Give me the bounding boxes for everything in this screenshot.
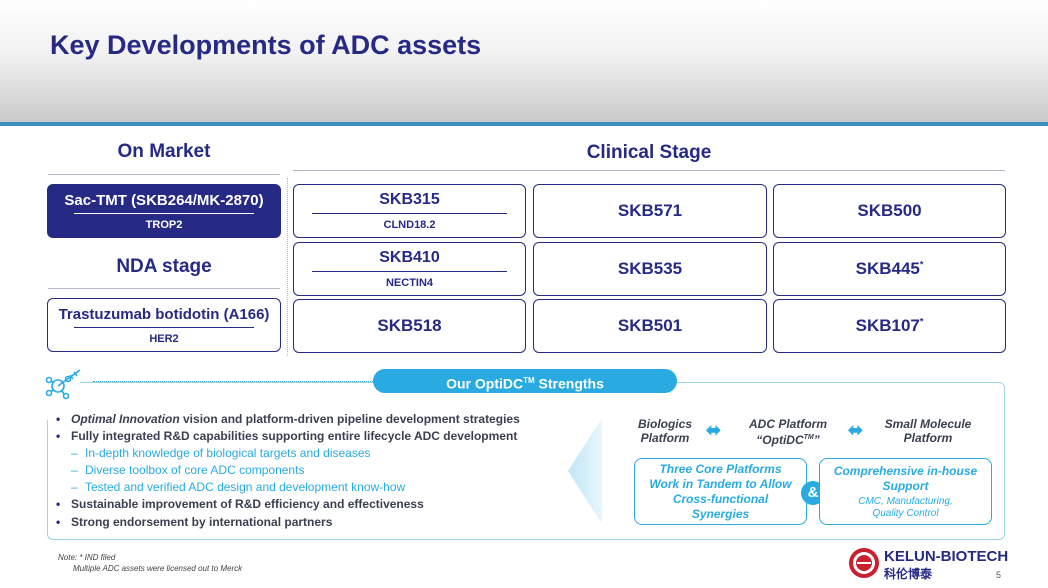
asset-name: Sac-TMT (SKB264/MK-2870): [64, 191, 264, 209]
asset-target: TROP2: [145, 218, 183, 231]
asset-target: NECTIN4: [385, 277, 434, 289]
asset-name: SKB501: [617, 316, 683, 335]
asset-name: SKB445*: [856, 259, 924, 279]
clinical-card-skb500: SKB500: [773, 184, 1006, 238]
nda-heading: NDA stage: [116, 256, 212, 277]
footnote-line2: Multiple ADC assets were licensed out to…: [73, 564, 243, 573]
bullet-text: vision and platform-driven pipeline deve…: [179, 412, 520, 426]
sub-bullet-item: Tested and verified ADC design and devel…: [56, 479, 576, 496]
ind-asterisk: *: [919, 259, 924, 270]
ind-asterisk: *: [919, 316, 924, 327]
biologics-platform-label: Biologics Platform: [637, 417, 692, 445]
adc-platform-line1: ADC Platform: [748, 417, 827, 431]
asset-name: SKB315: [379, 191, 440, 208]
footnote: Note: * IND filed Multiple ADC assets we…: [58, 552, 242, 574]
clinical-card-skb410: SKB410 NECTIN4: [293, 242, 526, 296]
chevron-left-icon: [568, 418, 602, 524]
clinical-card-skb445: SKB445*: [773, 242, 1006, 296]
clinical-card-skb107: SKB107*: [773, 299, 1006, 353]
asset-name: Trastuzumab botidotin (A166): [58, 305, 270, 323]
asset-name: SKB571: [617, 201, 683, 220]
kelun-logo-seal: [849, 548, 879, 578]
bullet-item: Strong endorsement by international part…: [56, 514, 576, 531]
inhouse-support-card: Comprehensive in-house Support CMC, Manu…: [819, 458, 992, 525]
clinical-card-skb501: SKB501: [533, 299, 767, 353]
sub-bullet-item: In-depth knowledge of biological targets…: [56, 445, 576, 462]
clinical-rule: [293, 170, 1005, 171]
footnote-line1: Note: * IND filed: [58, 553, 116, 562]
asset-name: SKB518: [377, 316, 442, 335]
asset-name: SKB107*: [856, 316, 924, 336]
clinical-card-skb315: SKB315 CLND18.2: [293, 184, 526, 238]
support-title: Comprehensive in-house Support: [833, 463, 978, 493]
column-separator: [287, 178, 288, 356]
synergy-text: Three Core Platforms Work in Tandem to A…: [649, 461, 792, 521]
page-number: 5: [996, 570, 1002, 580]
asset-name-text: SKB107: [855, 316, 920, 335]
asset-name-text: SKB445: [855, 259, 920, 278]
asset-name: SKB410: [379, 249, 440, 266]
adc-quote-close: ”: [813, 433, 820, 447]
company-logo-text: KELUN-BIOTECH: [884, 548, 1009, 565]
card-divider: [312, 271, 507, 272]
nda-rule: [48, 288, 280, 289]
adc-platform-line2: “OptiDCTM”: [740, 431, 836, 447]
clinical-heading: Clinical Stage: [586, 142, 712, 163]
card-divider: [73, 212, 255, 214]
double-arrow-icon: ⬌: [706, 420, 722, 440]
strengths-bullet-list: Optimal Innovation vision and platform-d…: [56, 411, 576, 531]
small-molecule-platform-label: Small Molecule Platform: [884, 417, 972, 445]
asset-name: SKB535: [617, 259, 683, 278]
clinical-card-skb571: SKB571: [533, 184, 767, 238]
card-divider: [73, 326, 255, 328]
on-market-heading: On Market: [117, 141, 211, 162]
asset-name: SKB500: [857, 201, 922, 220]
bullet-item: Fully integrated R&D capabilities suppor…: [56, 428, 576, 445]
bullet-item: Optimal Innovation vision and platform-d…: [56, 411, 576, 428]
strengths-pill: Our OptiDCTM Strengths: [373, 369, 677, 393]
synergy-card: Three Core Platforms Work in Tandem to A…: [634, 458, 807, 525]
on-market-rule: [48, 174, 280, 175]
on-market-asset-card: Sac-TMT (SKB264/MK-2870) TROP2: [47, 184, 281, 238]
clinical-card-skb518: SKB518: [293, 299, 526, 353]
adc-quote-open: “OptiDC: [756, 433, 804, 447]
bullet-item: Sustainable improvement of R&D efficienc…: [56, 496, 576, 513]
sub-bullet-item: Diverse toolbox of core ADC components: [56, 462, 576, 479]
page-title: Key Developments of ADC assets: [50, 30, 482, 60]
asset-target: CLND18.2: [383, 219, 436, 231]
nda-asset-card: Trastuzumab botidotin (A166) HER2: [47, 298, 281, 352]
pill-suffix: Strengths: [534, 375, 604, 392]
header-band: [0, 0, 1048, 122]
double-arrow-icon: ⬌: [848, 420, 864, 440]
strengths-dotted-rule: [93, 381, 373, 382]
header-divider: [0, 122, 1048, 126]
adc-platform-label: ADC Platform “OptiDCTM”: [740, 417, 836, 447]
pill-text: Our OptiDC: [446, 375, 524, 392]
card-divider: [312, 213, 507, 214]
clinical-card-skb535: SKB535: [533, 242, 767, 296]
asset-target: HER2: [149, 332, 179, 345]
bullet-emphasis: Optimal Innovation: [71, 412, 180, 426]
adc-sup: TM: [803, 434, 814, 441]
company-logo-cn: 科伦博泰: [884, 567, 933, 581]
support-subtitle: CMC, Manufacturing, Quality Control: [858, 495, 953, 519]
molecule-icon: [45, 369, 81, 400]
pill-sup: TM: [523, 376, 535, 385]
